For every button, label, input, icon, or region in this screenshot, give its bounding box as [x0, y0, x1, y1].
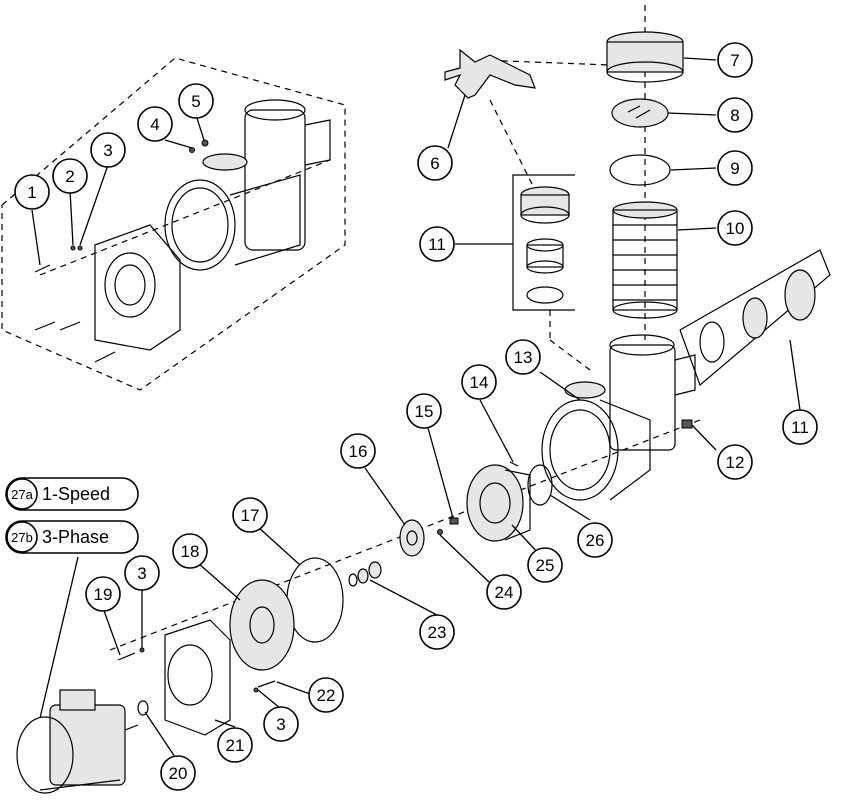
- callout-14: 14: [461, 364, 497, 400]
- callout-12: 12: [717, 444, 753, 480]
- union-kit-bracket-right: [679, 249, 831, 387]
- pump-housing: [541, 334, 696, 501]
- callout-22: 22: [308, 677, 344, 713]
- svg-text:19: 19: [94, 585, 113, 604]
- lid-locking-ring: [606, 31, 684, 83]
- callout-26: 26: [577, 522, 613, 558]
- svg-text:27a: 27a: [11, 487, 33, 502]
- callout-7: 7: [717, 42, 753, 78]
- callout-3-lower: 3: [124, 555, 160, 591]
- svg-text:23: 23: [428, 623, 447, 642]
- svg-text:16: 16: [349, 442, 368, 461]
- leader-lines: [31, 57, 801, 758]
- svg-text:5: 5: [191, 92, 200, 111]
- callout-1: 1: [14, 174, 50, 210]
- lid-wrench: [444, 48, 536, 99]
- svg-text:8: 8: [730, 106, 739, 125]
- callout-25: 25: [527, 547, 563, 583]
- callout-21: 21: [217, 727, 253, 763]
- adapter-hardware: [117, 647, 276, 716]
- svg-text:9: 9: [730, 159, 739, 178]
- callout-2: 2: [52, 158, 88, 194]
- svg-text:25: 25: [536, 556, 555, 575]
- small-hardware: [437, 461, 519, 535]
- svg-text:2: 2: [65, 167, 74, 186]
- callout-8: 8: [717, 97, 753, 133]
- motor-variant-27a: 27a 1-Speed: [5, 477, 139, 511]
- svg-text:20: 20: [169, 764, 188, 783]
- lid-o-ring: [609, 154, 671, 186]
- motor: [16, 689, 139, 794]
- svg-text:11: 11: [428, 235, 446, 254]
- svg-text:15: 15: [415, 402, 434, 421]
- svg-text:13: 13: [514, 348, 533, 367]
- callout-24: 24: [486, 574, 522, 610]
- svg-text:3-Phase: 3-Phase: [42, 527, 109, 547]
- callout-4: 4: [137, 106, 173, 142]
- svg-text:18: 18: [181, 542, 200, 561]
- svg-text:21: 21: [226, 736, 245, 755]
- alternate-pump-housing: [164, 99, 331, 271]
- callout-5: 5: [178, 83, 214, 119]
- callout-23: 23: [419, 614, 455, 650]
- callout-11-right: 11: [782, 409, 818, 445]
- svg-text:7: 7: [730, 51, 739, 70]
- callout-9: 9: [717, 150, 753, 186]
- alternate-bolts: [34, 139, 209, 363]
- callout-18: 18: [172, 533, 208, 569]
- svg-text:14: 14: [470, 373, 489, 392]
- impeller: [399, 519, 425, 557]
- union-kit-bracket-left: [512, 174, 575, 311]
- alternate-housing-group-box: [1, 57, 346, 391]
- svg-text:3: 3: [137, 564, 146, 583]
- svg-text:27b: 27b: [11, 530, 33, 545]
- svg-text:26: 26: [586, 531, 605, 550]
- svg-text:22: 22: [317, 686, 336, 705]
- svg-text:10: 10: [726, 219, 745, 238]
- strainer-basket: [612, 201, 678, 319]
- motor-adapter: [164, 619, 231, 736]
- callout-19: 19: [85, 576, 121, 612]
- callout-17: 17: [232, 497, 268, 533]
- callout-3-bottom: 3: [263, 706, 299, 742]
- callout-11-left: 11: [419, 226, 455, 262]
- svg-text:24: 24: [495, 583, 514, 602]
- callout-16: 16: [340, 433, 376, 469]
- callout-3: 3: [90, 132, 126, 168]
- callout-bubbles: 1 2 3 4 5 6 7 8: [14, 42, 818, 791]
- svg-text:6: 6: [430, 154, 439, 173]
- svg-text:4: 4: [150, 115, 159, 134]
- svg-text:12: 12: [726, 453, 745, 472]
- svg-text:17: 17: [241, 506, 260, 525]
- drain-plug: [681, 419, 693, 429]
- callout-6: 6: [417, 145, 453, 181]
- callout-15: 15: [406, 393, 442, 429]
- svg-text:1-Speed: 1-Speed: [42, 484, 110, 504]
- seal-plate: [466, 464, 531, 542]
- shaft-seal: [348, 561, 382, 587]
- motor-fan-cover: [229, 579, 295, 671]
- callout-13: 13: [505, 339, 541, 375]
- svg-text:3: 3: [276, 715, 285, 734]
- callout-10: 10: [717, 210, 753, 246]
- alternate-seal-plate: [94, 224, 181, 351]
- svg-text:3: 3: [103, 141, 112, 160]
- svg-text:1: 1: [27, 183, 36, 202]
- callout-20: 20: [160, 755, 196, 791]
- svg-text:11: 11: [791, 418, 809, 437]
- clear-lid: [611, 98, 669, 128]
- motor-variant-27b: 27b 3-Phase: [5, 520, 139, 554]
- housing-o-ring: [286, 557, 344, 643]
- diffuser-o-ring: [527, 464, 553, 506]
